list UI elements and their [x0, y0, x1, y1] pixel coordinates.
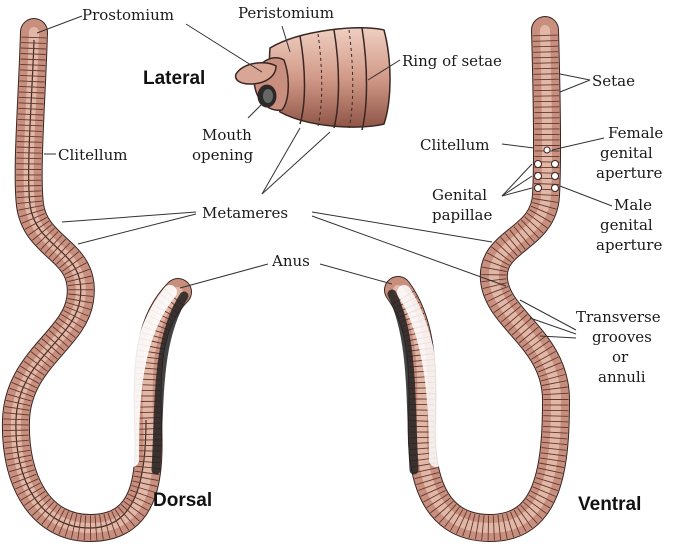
label-prostomium: Prostomium [82, 6, 174, 24]
segment-groove [488, 516, 489, 541]
label-male-aperture-line3: aperture [596, 236, 662, 254]
lateral-head [236, 28, 390, 130]
label-genital-papillae-line1: Genital [432, 186, 487, 204]
label-transverse-line1: Transverse [576, 308, 661, 326]
label-female-aperture-line1: Female [608, 124, 663, 142]
label-transverse-line3: or [612, 348, 629, 366]
label-mouth-opening-line1: Mouth [202, 126, 252, 144]
segment-groove [533, 63, 558, 64]
segment-groove [533, 57, 558, 58]
dorsal-worm [3, 32, 184, 541]
segment-groove [533, 46, 558, 47]
segment-groove [16, 158, 41, 159]
ventral-worm [392, 30, 569, 541]
segment-groove [534, 79, 559, 80]
segment-groove [534, 74, 559, 75]
label-transverse-line2: grooves [592, 328, 652, 346]
label-genital-papillae-line2: papillae [432, 206, 492, 224]
label-peristomium: Peristomium [238, 4, 334, 22]
segment-groove [534, 90, 559, 91]
view-title-ventral: Ventral [578, 494, 641, 515]
segment-groove [533, 52, 558, 53]
segment-groove [534, 85, 559, 86]
segment-groove [3, 430, 28, 431]
label-mouth-opening-line2: opening [192, 146, 254, 164]
label-male-aperture-line2: genital [600, 216, 653, 234]
label-female-aperture-line3: aperture [596, 164, 662, 182]
segment-groove [534, 68, 559, 69]
view-title-dorsal: Dorsal [153, 490, 212, 511]
segment-groove [17, 153, 42, 154]
ventral-worm-highlight [398, 30, 556, 528]
label-male-aperture-line1: Male [614, 196, 652, 214]
view-title-lateral: Lateral [143, 68, 205, 89]
label-setae: Setae [592, 72, 635, 90]
label-clitellum-dorsal: Clitellum [58, 146, 127, 164]
label-anus: Anus [271, 252, 310, 270]
label-transverse-line4: annuli [598, 368, 646, 386]
label-metameres: Metameres [202, 204, 288, 222]
segment-groove [543, 416, 568, 417]
label-clitellum-ventral: Clitellum [420, 136, 489, 154]
label-female-aperture-line2: genital [600, 144, 653, 162]
label-ring-of-setae: Ring of setae [402, 52, 502, 70]
